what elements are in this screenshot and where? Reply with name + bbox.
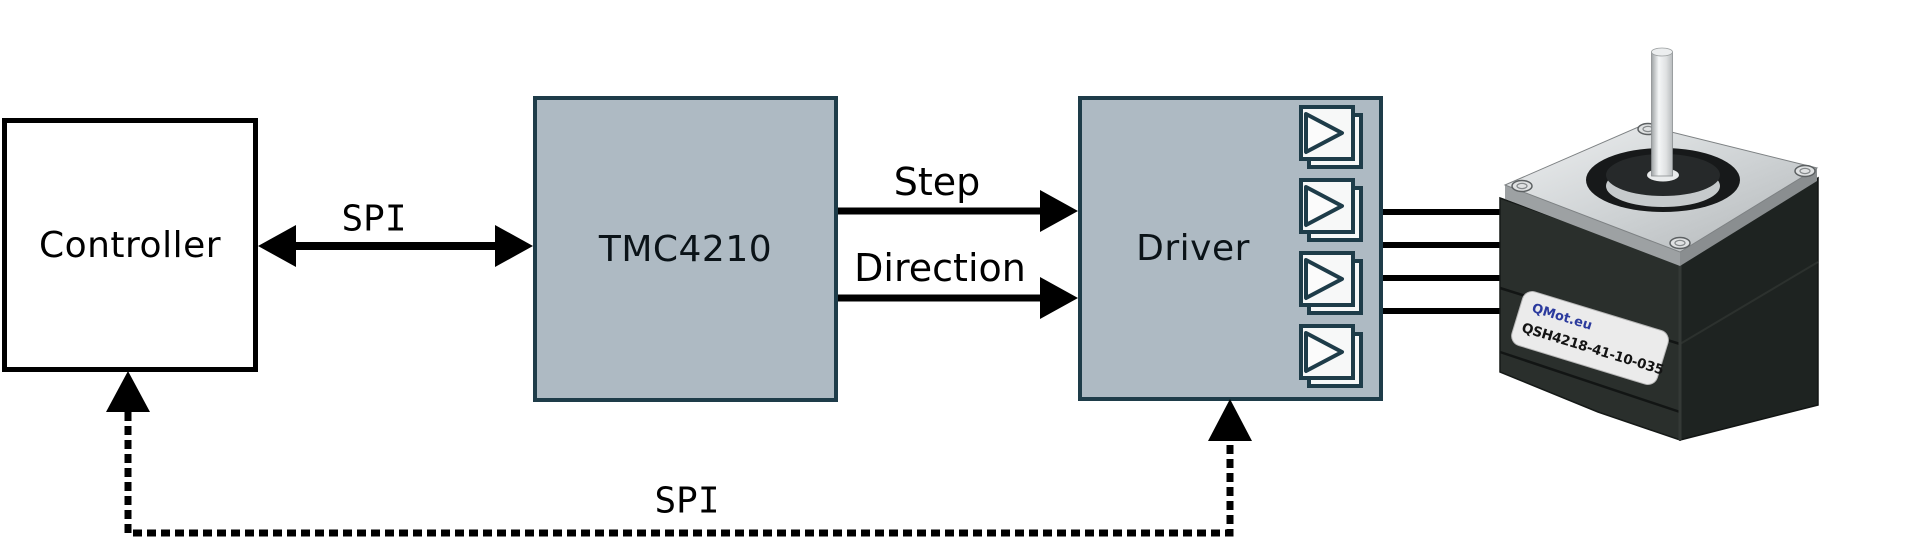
direction-label: Direction: [854, 246, 1026, 290]
driver-block: Driver: [1078, 96, 1383, 401]
controller-block-label: Controller: [38, 224, 222, 266]
motor-name-plate: QMot.eu QSH4218-41-10-035: [1511, 290, 1669, 386]
stepper-motor-image: QMot.eu QSH4218-41-10-035: [1499, 47, 1819, 442]
spi-top-label: SPI: [341, 198, 407, 240]
motor-brand-text: QMot.eu: [1530, 301, 1594, 334]
tmc4210-block-label: TMC4210: [598, 228, 773, 270]
spi-bottom-label: SPI: [654, 480, 720, 522]
tmc4210-block: TMC4210: [533, 96, 838, 402]
driver-label-wrap: Driver: [1082, 100, 1304, 397]
driver-block-label: Driver: [1136, 228, 1250, 269]
motor-model-text: QSH4218-41-10-035: [1520, 320, 1666, 378]
step-label: Step: [893, 160, 981, 204]
controller-block: Controller: [2, 118, 258, 372]
motor-wires: [1383, 209, 1516, 314]
